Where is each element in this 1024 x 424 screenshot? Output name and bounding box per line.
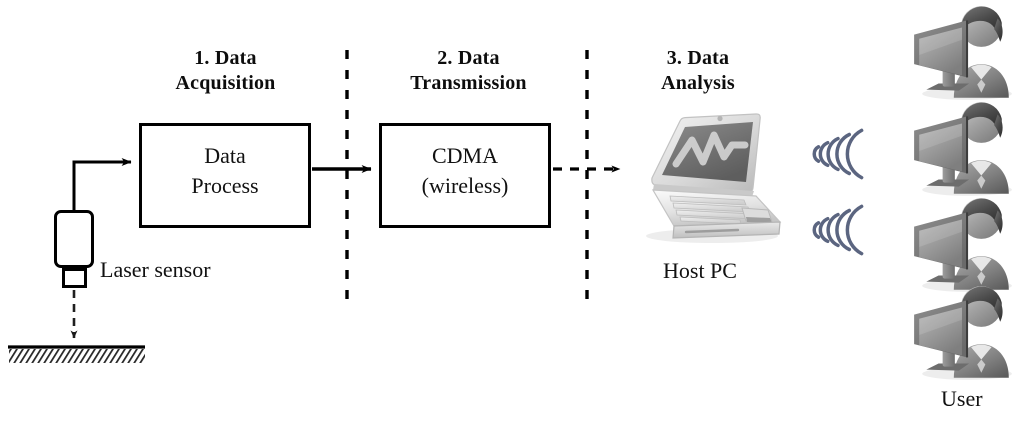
stage-title-2: 2. Data Transmission (410, 47, 527, 94)
data-process-box (139, 123, 311, 228)
laser-sensor-lens (62, 268, 87, 288)
user-at-monitor-icon-1 (913, 5, 1013, 101)
user-at-monitor-icon-3 (913, 197, 1013, 293)
cdma-box-label: CDMA (wireless) (421, 143, 509, 198)
laser-sensor-body (54, 210, 94, 268)
hatched-ground-icon (8, 345, 145, 363)
laptop-icon (646, 113, 782, 243)
host-pc-label: Host PC (663, 258, 737, 283)
user-label: User (941, 386, 983, 411)
stage-title-1: 1. Data Acquisition (175, 47, 276, 94)
user-at-monitor-icon-2 (913, 101, 1013, 197)
wifi-signal-icon-lower (812, 204, 864, 256)
data-process-box-label: Data Process (191, 143, 259, 198)
user-at-monitor-icon-4 (913, 285, 1013, 381)
cdma-box (379, 123, 551, 228)
wifi-signal-icon-upper (812, 128, 864, 180)
laser-sensor-label: Laser sensor (100, 257, 211, 282)
sensor-to-process-arrow (72, 158, 132, 210)
stage-title-3: 3. Data Analysis (661, 47, 735, 94)
